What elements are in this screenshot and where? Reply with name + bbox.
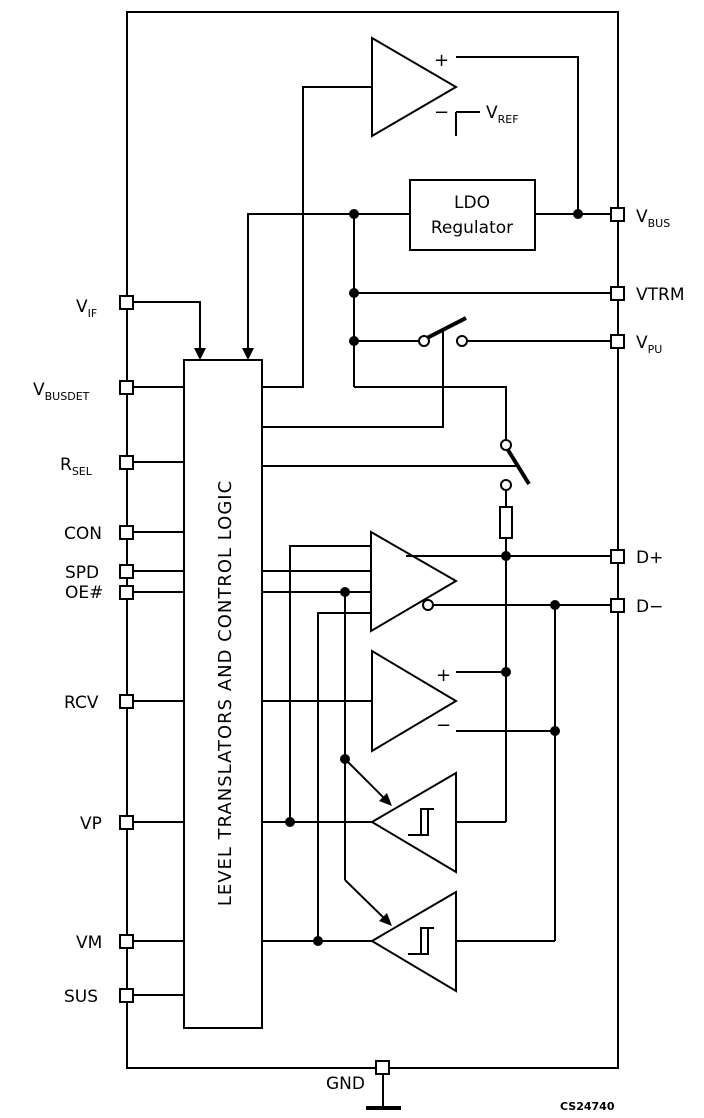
schmitt-vm-b bbox=[415, 928, 429, 955]
rx-plus: + bbox=[436, 665, 451, 686]
ldo-label-1: LDO bbox=[454, 193, 490, 213]
arrow-vif bbox=[194, 348, 206, 360]
pin-vif bbox=[119, 295, 134, 310]
pin-dplus bbox=[610, 549, 625, 564]
switch-dp-contact-b bbox=[500, 479, 512, 491]
arrow-ldo bbox=[242, 348, 254, 360]
wire-rail-to-sw2 bbox=[354, 386, 507, 440]
junction-vbus bbox=[573, 209, 583, 219]
chip-outline bbox=[126, 11, 619, 1069]
wire-vbus-to-comp bbox=[456, 56, 579, 214]
pin-oe bbox=[119, 585, 134, 600]
ldo-regulator bbox=[409, 179, 536, 251]
ldo-label-2: Regulator bbox=[431, 218, 513, 238]
arrow-enable-vp bbox=[379, 793, 392, 806]
pin-gnd bbox=[375, 1060, 390, 1075]
figure-code: CS24740 bbox=[560, 1100, 615, 1113]
wire-vpu-ctrl bbox=[262, 330, 444, 428]
label-rsel: RSEL bbox=[60, 455, 93, 478]
pin-vpu bbox=[610, 334, 625, 349]
pin-rsel bbox=[119, 455, 134, 470]
junction-vm bbox=[313, 936, 323, 946]
label-vbus: VBUS bbox=[636, 207, 670, 230]
junction-vp bbox=[285, 817, 295, 827]
wire-comp1-out bbox=[262, 86, 372, 388]
label-sus: SUS bbox=[64, 987, 98, 1007]
pin-vm bbox=[119, 934, 134, 949]
wire-ldo-out bbox=[247, 213, 410, 350]
schmitt-vp-b bbox=[415, 809, 429, 836]
switch-vpu-contact-a bbox=[418, 335, 430, 347]
switch-dp-blade bbox=[506, 448, 531, 486]
wire-vif bbox=[133, 301, 201, 350]
label-vpu: VPU bbox=[636, 333, 662, 356]
comp1-plus: + bbox=[434, 50, 449, 71]
driver bbox=[370, 530, 458, 633]
pin-vtrm bbox=[610, 286, 625, 301]
logic-block bbox=[183, 359, 263, 1029]
label-dplus: D+ bbox=[636, 548, 663, 568]
label-rcv: RCV bbox=[64, 693, 99, 713]
arrow-enable-vm bbox=[379, 913, 392, 926]
label-spd: SPD bbox=[65, 563, 99, 583]
label-vp: VP bbox=[80, 814, 102, 834]
label-vref: VREF bbox=[486, 103, 519, 126]
wire-drv-vp bbox=[289, 545, 371, 822]
pin-vbus bbox=[610, 207, 625, 222]
label-con: CON bbox=[64, 524, 102, 544]
label-vif: VIF bbox=[76, 297, 97, 320]
label-vtrm: VTRM bbox=[636, 285, 685, 305]
resistor-pullup bbox=[499, 506, 513, 539]
wire-drv-vm bbox=[317, 612, 371, 941]
pin-con bbox=[119, 525, 134, 540]
switch-vpu-blade bbox=[426, 316, 467, 340]
label-oe: OE# bbox=[65, 583, 103, 603]
pin-dminus bbox=[610, 598, 625, 613]
rx-minus: − bbox=[436, 715, 451, 736]
switch-vpu-contact-b bbox=[456, 335, 468, 347]
pin-sus bbox=[119, 988, 134, 1003]
driver-inverting-bubble bbox=[422, 599, 434, 611]
se-receiver-vp bbox=[370, 771, 457, 874]
logic-block-label: LEVEL TRANSLATORS AND CONTROL LOGIC bbox=[215, 480, 236, 906]
wire-enable-vp bbox=[344, 758, 387, 801]
label-gnd: GND bbox=[326, 1074, 365, 1094]
pin-rcv bbox=[119, 694, 134, 709]
pin-vbusdet bbox=[119, 380, 134, 395]
pin-vp bbox=[119, 815, 134, 830]
pin-spd bbox=[119, 564, 134, 579]
label-vbusdet: VBUSDET bbox=[33, 380, 90, 403]
label-dminus: D− bbox=[636, 597, 663, 617]
switch-dp-contact-a bbox=[500, 439, 512, 451]
junction-vpu bbox=[349, 336, 359, 346]
junction-vtrm bbox=[349, 288, 359, 298]
label-vm: VM bbox=[76, 933, 102, 953]
se-receiver-vm bbox=[370, 890, 457, 993]
comp1-minus: − bbox=[434, 102, 449, 123]
wire-enable-vm bbox=[344, 879, 387, 921]
